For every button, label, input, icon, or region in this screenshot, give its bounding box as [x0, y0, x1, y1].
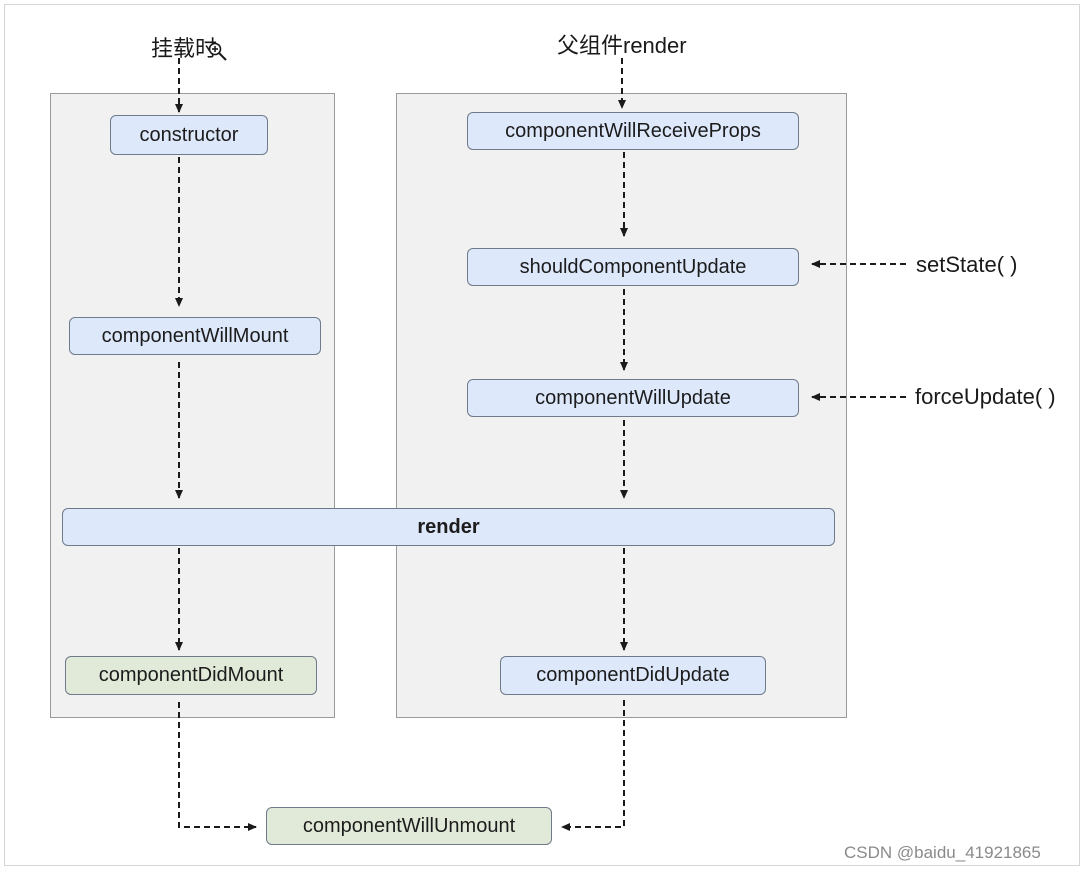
node-component-will-receive-props: componentWillReceiveProps: [467, 112, 799, 150]
node-component-will-mount: componentWillMount: [69, 317, 321, 355]
force-update-label: forceUpdate( ): [915, 384, 1056, 409]
zoom-in-icon: [208, 42, 228, 62]
node-constructor: constructor: [110, 115, 268, 155]
diagram-frame: [4, 4, 1080, 866]
set-state-label: setState( ): [916, 252, 1018, 277]
mount-label: 挂载时: [151, 36, 218, 61]
parent-render-label: 父组件render: [557, 33, 687, 58]
watermark: CSDN @baidu_41921865: [844, 843, 1041, 862]
arrow-didmount-to-willunmount: [178, 702, 257, 831]
node-component-did-update: componentDidUpdate: [500, 656, 766, 695]
node-component-will-unmount: componentWillUnmount: [266, 807, 552, 845]
node-component-will-update: componentWillUpdate: [467, 379, 799, 417]
node-component-did-mount: componentDidMount: [65, 656, 317, 695]
arrow-didupdate-to-willunmount: [561, 700, 625, 831]
node-render: render: [62, 508, 835, 546]
mount-panel: [50, 93, 335, 718]
node-should-component-update: shouldComponentUpdate: [467, 248, 799, 286]
